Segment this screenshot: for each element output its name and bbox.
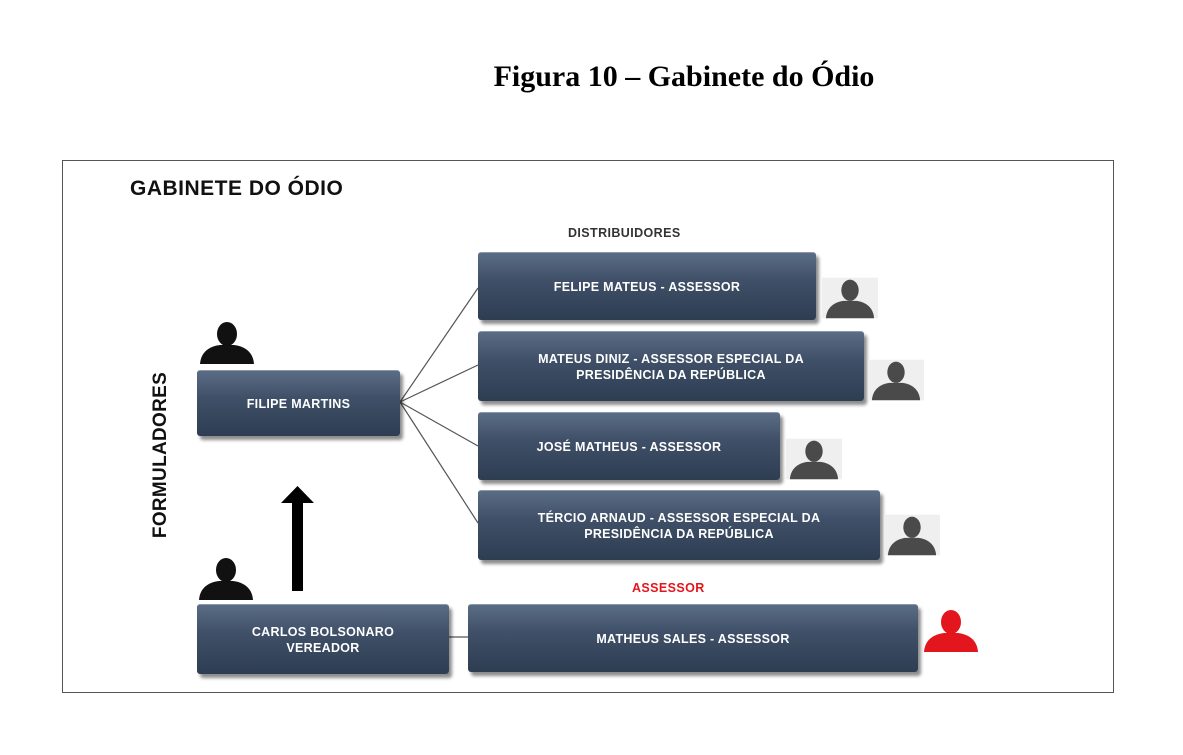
- node-felipe-mateus: FELIPE MATEUS - ASSESSOR: [478, 252, 816, 320]
- node-filipe-martins-label: FILIPE MARTINS: [246, 396, 351, 411]
- person-icon: [200, 322, 254, 364]
- connector-jose-matheus: [399, 401, 479, 447]
- node-tercio-arnaud-label: TÉRCIO ARNAUD - ASSESSOR ESPECIAL DA: [537, 510, 821, 525]
- node-mateus-diniz: MATEUS DINIZ - ASSESSOR ESPECIAL DA PRES…: [478, 331, 864, 401]
- node-carlos-bolsonaro-role: VEREADOR: [286, 640, 360, 655]
- node-jose-matheus: JOSÉ MATHEUS - ASSESSOR: [478, 412, 780, 480]
- node-carlos-bolsonaro: CARLOS BOLSONARO VEREADOR: [197, 604, 449, 674]
- connector-tercio: [399, 401, 479, 524]
- figure-caption: Figura 10 – Gabinete do Ódio: [493, 60, 875, 93]
- distribuidores-label: DISTRIBUIDORES: [568, 226, 681, 240]
- person-icon: [786, 438, 842, 480]
- diagram-heading: GABINETE DO ÓDIO: [130, 177, 344, 200]
- person-icon: [868, 359, 924, 401]
- connector-mateus-diniz: [399, 364, 479, 403]
- assessor-label: ASSESSOR: [632, 581, 705, 595]
- person-icon: [822, 277, 878, 319]
- person-icon: [199, 558, 253, 600]
- node-tercio-arnaud-label-2: PRESIDÊNCIA DA REPÚBLICA: [584, 526, 774, 541]
- node-matheus-sales-label: MATHEUS SALES - ASSESSOR: [596, 631, 790, 646]
- person-icon: [884, 514, 940, 556]
- node-mateus-diniz-label: MATEUS DINIZ - ASSESSOR ESPECIAL DA: [538, 351, 804, 366]
- node-filipe-martins: FILIPE MARTINS: [197, 370, 400, 436]
- node-felipe-mateus-label: FELIPE MATEUS - ASSESSOR: [553, 279, 741, 294]
- up-arrow-icon: [281, 486, 314, 591]
- node-jose-matheus-label: JOSÉ MATHEUS - ASSESSOR: [536, 439, 722, 454]
- person-icon: [924, 610, 978, 652]
- node-matheus-sales: MATHEUS SALES - ASSESSOR: [468, 604, 918, 672]
- node-mateus-diniz-label-2: PRESIDÊNCIA DA REPÚBLICA: [576, 367, 766, 382]
- node-carlos-bolsonaro-label: CARLOS BOLSONARO: [251, 624, 395, 639]
- node-tercio-arnaud: TÉRCIO ARNAUD - ASSESSOR ESPECIAL DA PRE…: [478, 490, 880, 560]
- connector-felipe-mateus: [399, 287, 479, 403]
